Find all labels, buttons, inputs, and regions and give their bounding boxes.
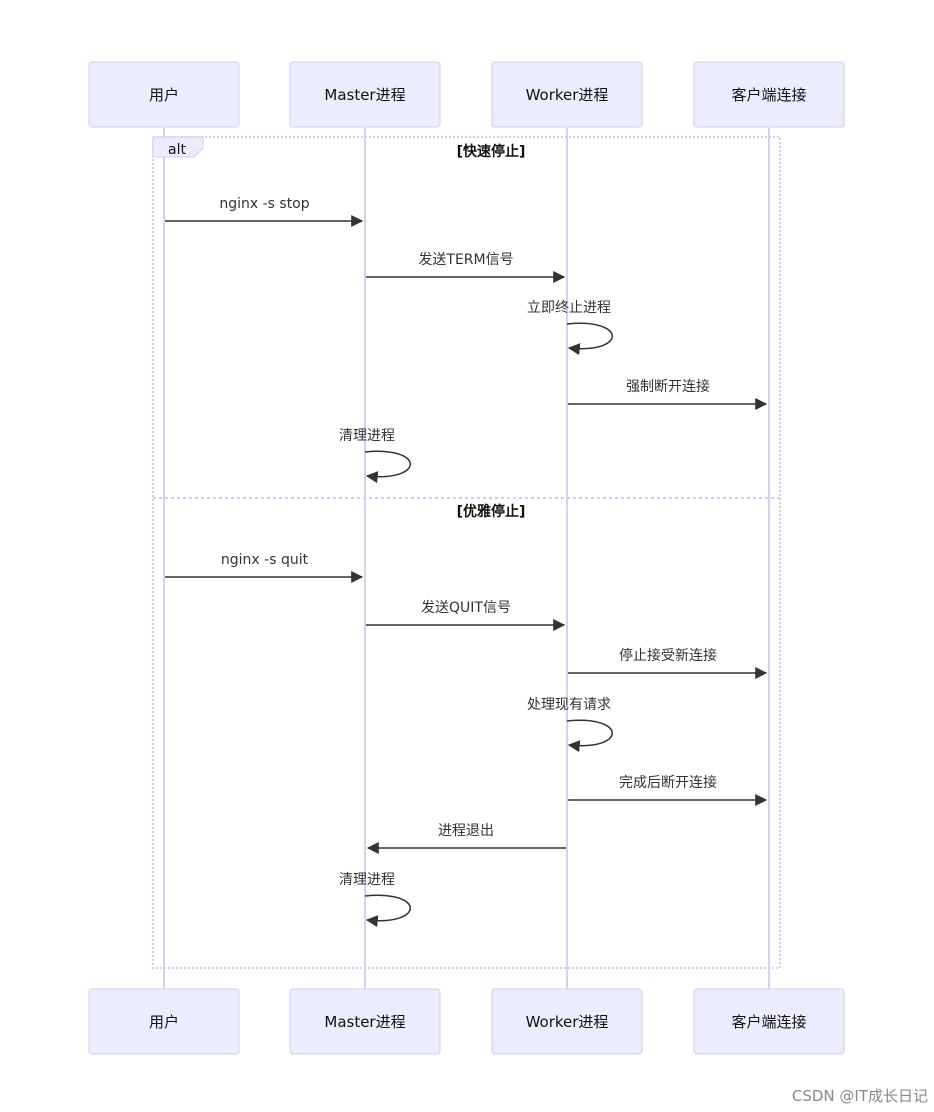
- participant-bottom-3: 客户端连接: [693, 988, 845, 1055]
- message-0-4: 清理进程: [339, 428, 411, 484]
- alt-guard-1: [优雅停止]: [457, 503, 526, 520]
- message-1-5: 进程退出: [366, 823, 566, 854]
- message-label: 处理现有请求: [527, 697, 611, 713]
- participant-top-3: 客户端连接: [693, 61, 845, 128]
- self-message-arrow: [364, 450, 411, 484]
- participant-label: 用户: [149, 1013, 179, 1031]
- alt-guard-0: [快速停止]: [457, 143, 526, 160]
- message-label: nginx -s stop: [219, 196, 309, 212]
- message-1-3: 处理现有请求: [527, 697, 613, 753]
- alt-label: alt: [168, 142, 186, 158]
- watermark: CSDN @IT成长日记: [791, 1087, 928, 1105]
- participant-top-0: 用户: [88, 61, 240, 128]
- message-label: 清理进程: [339, 872, 395, 888]
- participant-label: Worker进程: [526, 1013, 609, 1031]
- self-message-arrow: [566, 322, 613, 356]
- message-label: 停止接受新连接: [619, 647, 717, 664]
- participant-label: 客户端连接: [731, 1013, 806, 1031]
- message-1-2: 停止接受新连接: [568, 647, 768, 679]
- participant-top-2: Worker进程: [491, 61, 643, 128]
- message-0-0: nginx -s stop: [165, 196, 364, 227]
- participant-label: Worker进程: [526, 86, 609, 104]
- participant-label: Master进程: [324, 86, 405, 104]
- message-label: 发送TERM信号: [418, 252, 513, 268]
- message-1-6: 清理进程: [339, 872, 411, 928]
- message-label: nginx -s quit: [221, 552, 309, 568]
- message-0-1: 发送TERM信号: [366, 252, 566, 283]
- participant-bottom-0: 用户: [88, 988, 240, 1055]
- participant-top-1: Master进程: [289, 61, 441, 128]
- participant-bottom-2: Worker进程: [491, 988, 643, 1055]
- self-message-arrow: [364, 894, 411, 928]
- message-1-4: 完成后断开连接: [568, 774, 768, 806]
- message-label: 清理进程: [339, 428, 395, 444]
- message-label: 强制断开连接: [626, 378, 710, 395]
- message-1-1: 发送QUIT信号: [366, 600, 566, 631]
- participant-bottom-1: Master进程: [289, 988, 441, 1055]
- message-1-0: nginx -s quit: [165, 552, 364, 583]
- self-message-arrow: [566, 719, 613, 753]
- message-label: 进程退出: [438, 823, 494, 839]
- message-0-2: 立即终止进程: [527, 300, 613, 356]
- alt-label-box: [152, 136, 204, 158]
- message-label: 完成后断开连接: [619, 774, 717, 791]
- participant-label: 用户: [149, 86, 179, 104]
- message-0-3: 强制断开连接: [568, 378, 768, 410]
- message-label: 立即终止进程: [527, 300, 611, 316]
- participant-label: 客户端连接: [731, 86, 806, 104]
- participant-label: Master进程: [324, 1013, 405, 1031]
- message-label: 发送QUIT信号: [421, 600, 511, 616]
- alt-frame: [152, 136, 781, 969]
